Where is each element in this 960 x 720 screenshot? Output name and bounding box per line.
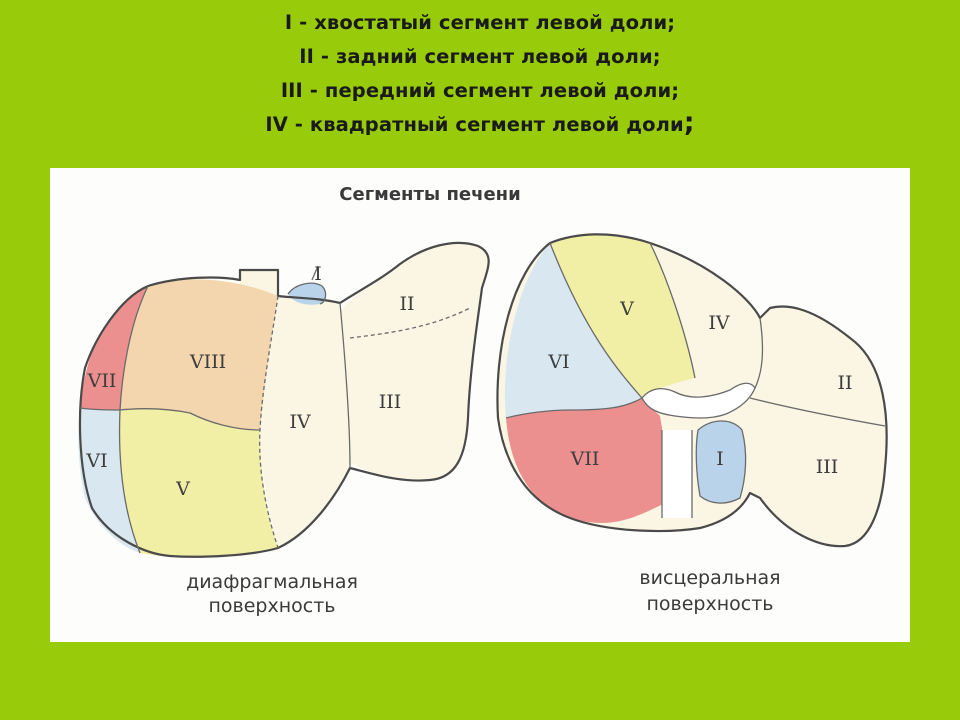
vis-label-IV: IV <box>708 312 730 334</box>
diaph-label-VIII: VIII <box>189 351 226 373</box>
vena-cava-outline <box>661 430 693 518</box>
vis-segment-I <box>696 421 746 504</box>
heading: I - хвостатый сегмент левой доли; II - з… <box>0 6 960 142</box>
diagram-panel: Сегменты печени <box>50 168 910 642</box>
segment-I-pointer <box>311 265 319 281</box>
vis-caption-line-2: поверхность <box>647 593 774 615</box>
vis-boundary-II-III <box>749 397 886 427</box>
boundary-horizontal <box>79 407 261 431</box>
heading-line-1: I - хвостатый сегмент левой доли; <box>284 11 676 34</box>
heading-line-3: III - передний сегмент левой доли; <box>280 79 680 102</box>
diaph-label-III: III <box>379 391 402 413</box>
diaphragmatic-outline <box>78 241 490 558</box>
vis-label-VII: VII <box>570 448 600 470</box>
porta-hepatis-outline <box>641 382 756 419</box>
diaph-label-IV: IV <box>289 411 311 433</box>
diaph-label-V: V <box>175 478 190 500</box>
vis-boundary-IV-V <box>649 242 696 379</box>
heading-line-2: II - задний сегмент левой доли; <box>299 45 661 68</box>
vis-segment-I-outline <box>695 420 747 504</box>
boundary-IV-left <box>259 295 279 549</box>
boundary-IV-right <box>339 302 351 469</box>
segment-V <box>119 408 279 557</box>
vis-label-VI: VI <box>547 351 569 373</box>
vena-cava <box>662 430 692 518</box>
heading-line-4-text: IV - квадратный сегмент левой доли <box>265 113 684 136</box>
visceral-outline <box>496 233 888 548</box>
figure-title: Сегменты печени <box>339 184 520 205</box>
vis-segment-VI <box>504 243 642 418</box>
heading-line-4-end: ; <box>683 107 695 138</box>
vis-segment-VII <box>506 398 665 523</box>
diaph-label-I: I <box>314 263 322 285</box>
segment-I-outline <box>287 282 327 305</box>
vis-label-V: V <box>619 298 634 320</box>
diaph-label-VII: VII <box>87 370 117 392</box>
diaph-label-VI: VI <box>85 450 107 472</box>
segment-IV <box>259 296 350 548</box>
segment-VII <box>80 286 148 410</box>
heading-line-4: IV - квадратный сегмент левой доли; <box>0 108 960 142</box>
segment-VI <box>78 408 140 553</box>
diaphragmatic-liver: I II III IV V VI VII VIII диафрагмальная… <box>78 241 490 617</box>
vis-label-II: II <box>837 372 852 394</box>
vis-caption-line-1: висцеральная <box>639 567 780 589</box>
vis-boundary-VI-VII <box>505 397 643 419</box>
diaph-label-II: II <box>399 293 414 315</box>
vis-boundary-IV-II <box>754 317 764 389</box>
vis-label-III: III <box>816 456 839 478</box>
liver-segments-figure: Сегменты печени <box>78 184 888 617</box>
vis-boundary-V-VI <box>549 242 643 399</box>
segment-II-III-region <box>340 242 489 481</box>
vis-label-I: I <box>716 448 724 470</box>
vis-segment-V <box>550 234 695 398</box>
segment-VIII <box>120 279 278 430</box>
diaph-caption-line-2: поверхность <box>209 595 336 617</box>
diaph-caption-line-1: диафрагмальная <box>186 571 358 593</box>
visceral-liver: II III IV V VI VII I висцеральная поверх… <box>496 233 888 615</box>
